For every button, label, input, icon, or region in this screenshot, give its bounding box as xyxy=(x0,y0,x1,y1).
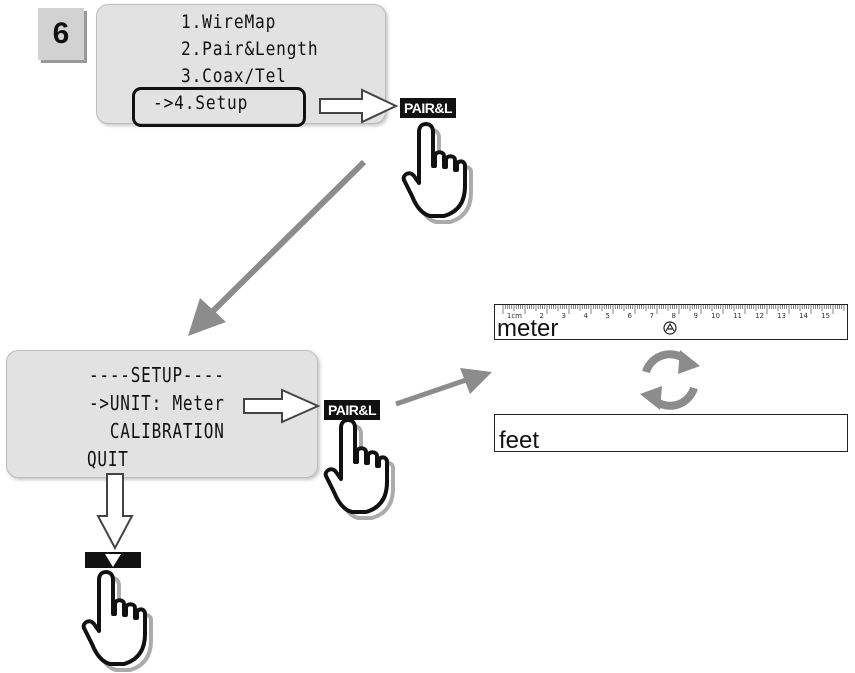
ruler-tick-label: 6 xyxy=(628,312,633,319)
outline-arrow-right-icon xyxy=(319,88,399,124)
ruler-tick-label: 1cm xyxy=(507,312,522,319)
ruler-tick-label: 11 xyxy=(733,312,742,319)
ruler-tick-label: 3 xyxy=(562,312,566,319)
ruler-tick-label: 5 xyxy=(606,312,610,319)
arrow-to-unit-icon xyxy=(395,368,492,407)
menu-item-coax-tel: 3.Coax/Tel xyxy=(181,65,287,87)
ruler-tick-label: 2 xyxy=(540,312,544,319)
meter-ruler: 1cm 2 3 4 5 6 7 8 9 10 11 12 13 14 15 meter xyxy=(494,304,848,342)
step-number-badge: 6 xyxy=(38,8,84,60)
ruler-tick-label: 7 xyxy=(650,312,654,319)
ruler-tick-label: 13 xyxy=(777,312,786,319)
ruler-tick-label: 8 xyxy=(672,312,676,319)
ruler-tick-label: 14 xyxy=(799,312,808,319)
pair-length-key[interactable]: PAIR&L xyxy=(324,400,381,420)
cycle-arrows-icon xyxy=(640,350,700,410)
pointing-hand-icon xyxy=(81,570,153,672)
setup-title: ----SETUP---- xyxy=(89,363,225,387)
menu-item-wiremap: 1.WireMap xyxy=(181,11,277,33)
down-key[interactable] xyxy=(85,552,141,568)
selection-highlight xyxy=(132,87,306,127)
menu-item-setup: ->4.Setup xyxy=(153,92,249,114)
ruler-scale: 1cm 2 3 4 5 6 7 8 9 10 11 12 13 14 15 xyxy=(502,305,845,319)
main-menu-screen: 1.WireMap 2.Pair&Length 3.Coax/Tel ->4.S… xyxy=(96,4,386,124)
outline-arrow-down-icon xyxy=(96,473,134,551)
triangle-down-icon xyxy=(105,554,121,567)
ruler-tick-label: 12 xyxy=(755,312,764,319)
setup-item-quit: QUIT xyxy=(87,447,129,471)
pointing-hand-icon xyxy=(323,418,395,520)
outline-arrow-right-icon xyxy=(243,388,321,424)
pointing-hand-icon xyxy=(401,122,473,224)
diagonal-arrow-icon xyxy=(188,159,367,336)
feet-label: feet xyxy=(499,427,540,454)
ruler-logo-icon xyxy=(663,321,677,335)
setup-item-unit: ->UNIT: Meter xyxy=(89,391,225,415)
ruler-tick-label: 9 xyxy=(694,312,698,319)
feet-box: feet xyxy=(494,414,848,454)
menu-item-pair-length: 2.Pair&Length xyxy=(181,38,319,60)
meter-label: meter xyxy=(497,315,559,342)
ruler-tick-label: 15 xyxy=(821,312,830,319)
pair-length-key[interactable]: PAIR&L xyxy=(400,98,457,118)
ruler-tick-label: 4 xyxy=(584,312,589,319)
setup-item-calibration: CALIBRATION xyxy=(89,419,225,443)
ruler-tick-label: 10 xyxy=(711,312,720,319)
